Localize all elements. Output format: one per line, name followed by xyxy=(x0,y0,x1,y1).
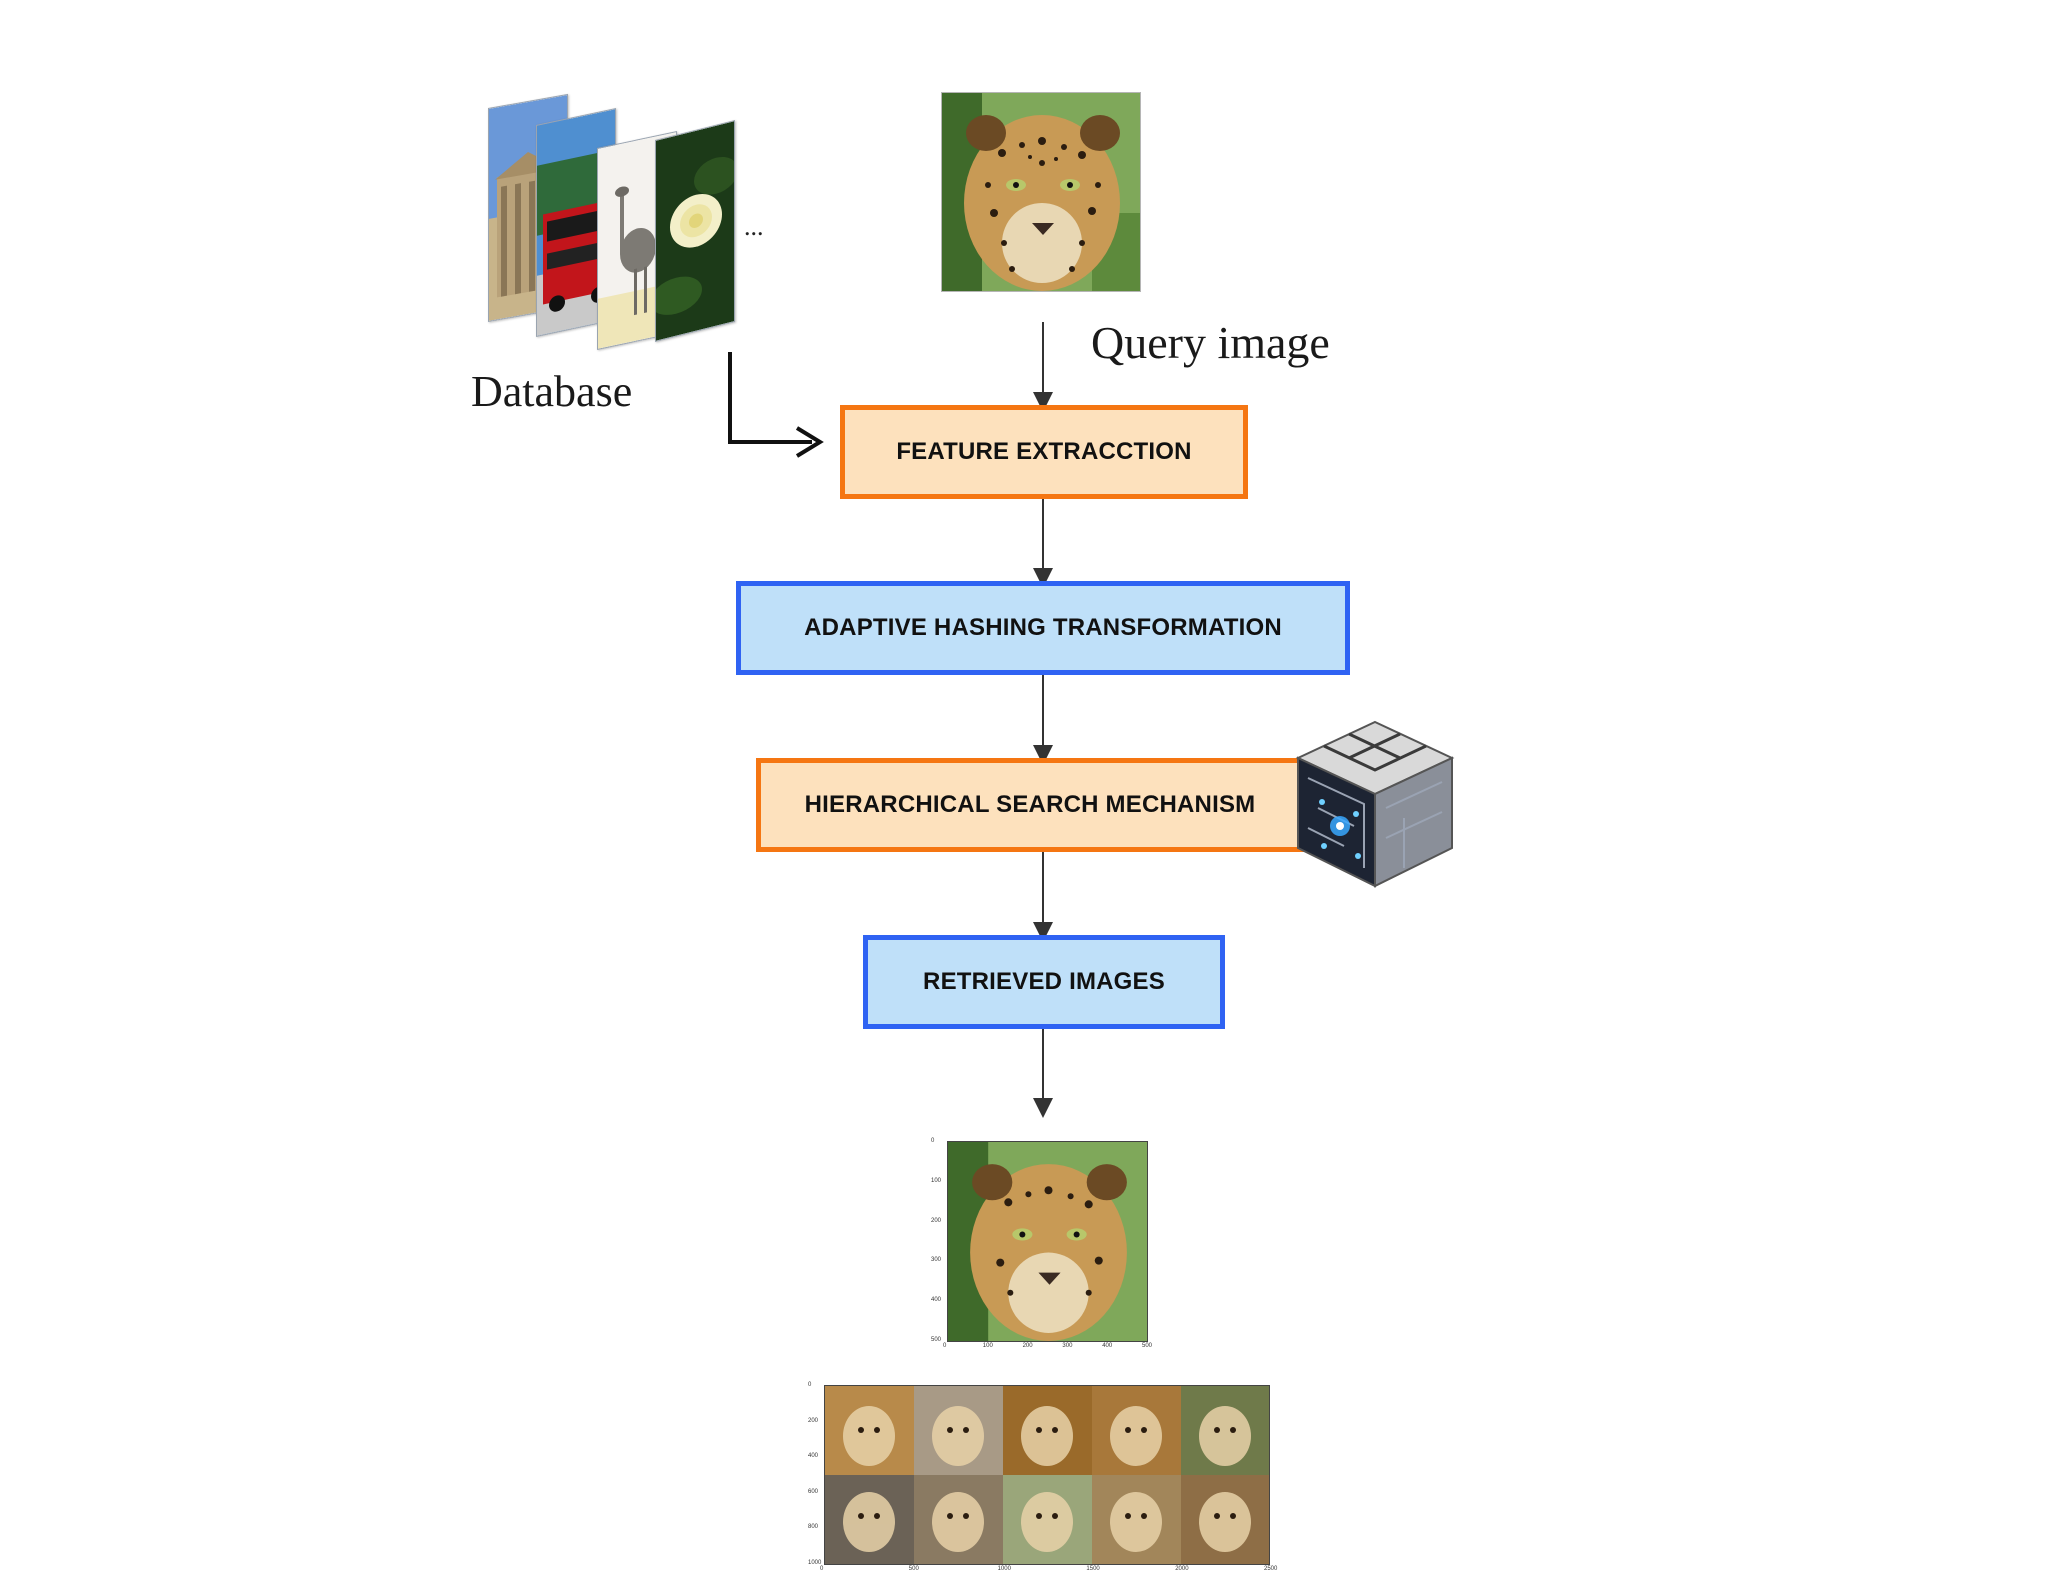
arrow-database-to-feature xyxy=(728,352,812,444)
result-y-tick: 0 xyxy=(931,1138,935,1144)
grid-y-tick: 800 xyxy=(808,1524,819,1531)
step-hierarchical-search: HIERARCHICAL SEARCH MECHANISM xyxy=(756,758,1304,852)
result-y-tick: 300 xyxy=(931,1257,942,1264)
step-retrieved-images: RETRIEVED IMAGES xyxy=(863,935,1225,1029)
grid-x-tick: 0 xyxy=(820,1566,824,1572)
arrow-database-head xyxy=(795,426,824,458)
result-x-tick: 100 xyxy=(982,1343,993,1349)
step-adaptive-hashing: ADAPTIVE HASHING TRANSFORMATION xyxy=(736,581,1350,675)
result-x-tick: 500 xyxy=(1142,1343,1153,1349)
grid-y-tick: 400 xyxy=(808,1453,819,1460)
grid-x-tick: 1500 xyxy=(1086,1566,1100,1572)
grid-y-tick: 0 xyxy=(808,1382,812,1388)
grid-x-tick: 2500 xyxy=(1264,1566,1278,1572)
grid-x-tick: 1000 xyxy=(997,1566,1011,1572)
retrieved-grid-image xyxy=(824,1385,1270,1565)
query-image xyxy=(941,92,1141,292)
query-label: Query image xyxy=(1091,317,1330,368)
top-result-image xyxy=(947,1141,1148,1342)
database-label: Database xyxy=(471,367,633,416)
result-y-tick: 400 xyxy=(931,1297,942,1304)
result-y-tick: 100 xyxy=(931,1177,942,1184)
grid-y-tick: 600 xyxy=(808,1488,819,1495)
grid-x-tick: 500 xyxy=(908,1566,919,1572)
result-x-tick: 400 xyxy=(1102,1343,1113,1349)
result-x-tick: 0 xyxy=(943,1343,947,1349)
result-x-tick: 300 xyxy=(1062,1343,1073,1349)
database-ellipsis: ... xyxy=(744,212,764,241)
result-y-tick: 200 xyxy=(931,1217,942,1224)
result-y-tick: 500 xyxy=(931,1337,942,1343)
result-x-tick: 200 xyxy=(1022,1343,1033,1349)
circuit-cube-icon xyxy=(1294,718,1456,890)
grid-y-tick: 200 xyxy=(808,1417,819,1424)
grid-x-tick: 2000 xyxy=(1175,1566,1189,1572)
rose-image xyxy=(655,120,735,342)
step-feature-extraction: FEATURE EXTRACCTION xyxy=(840,405,1248,499)
grid-y-tick: 1000 xyxy=(808,1560,822,1566)
